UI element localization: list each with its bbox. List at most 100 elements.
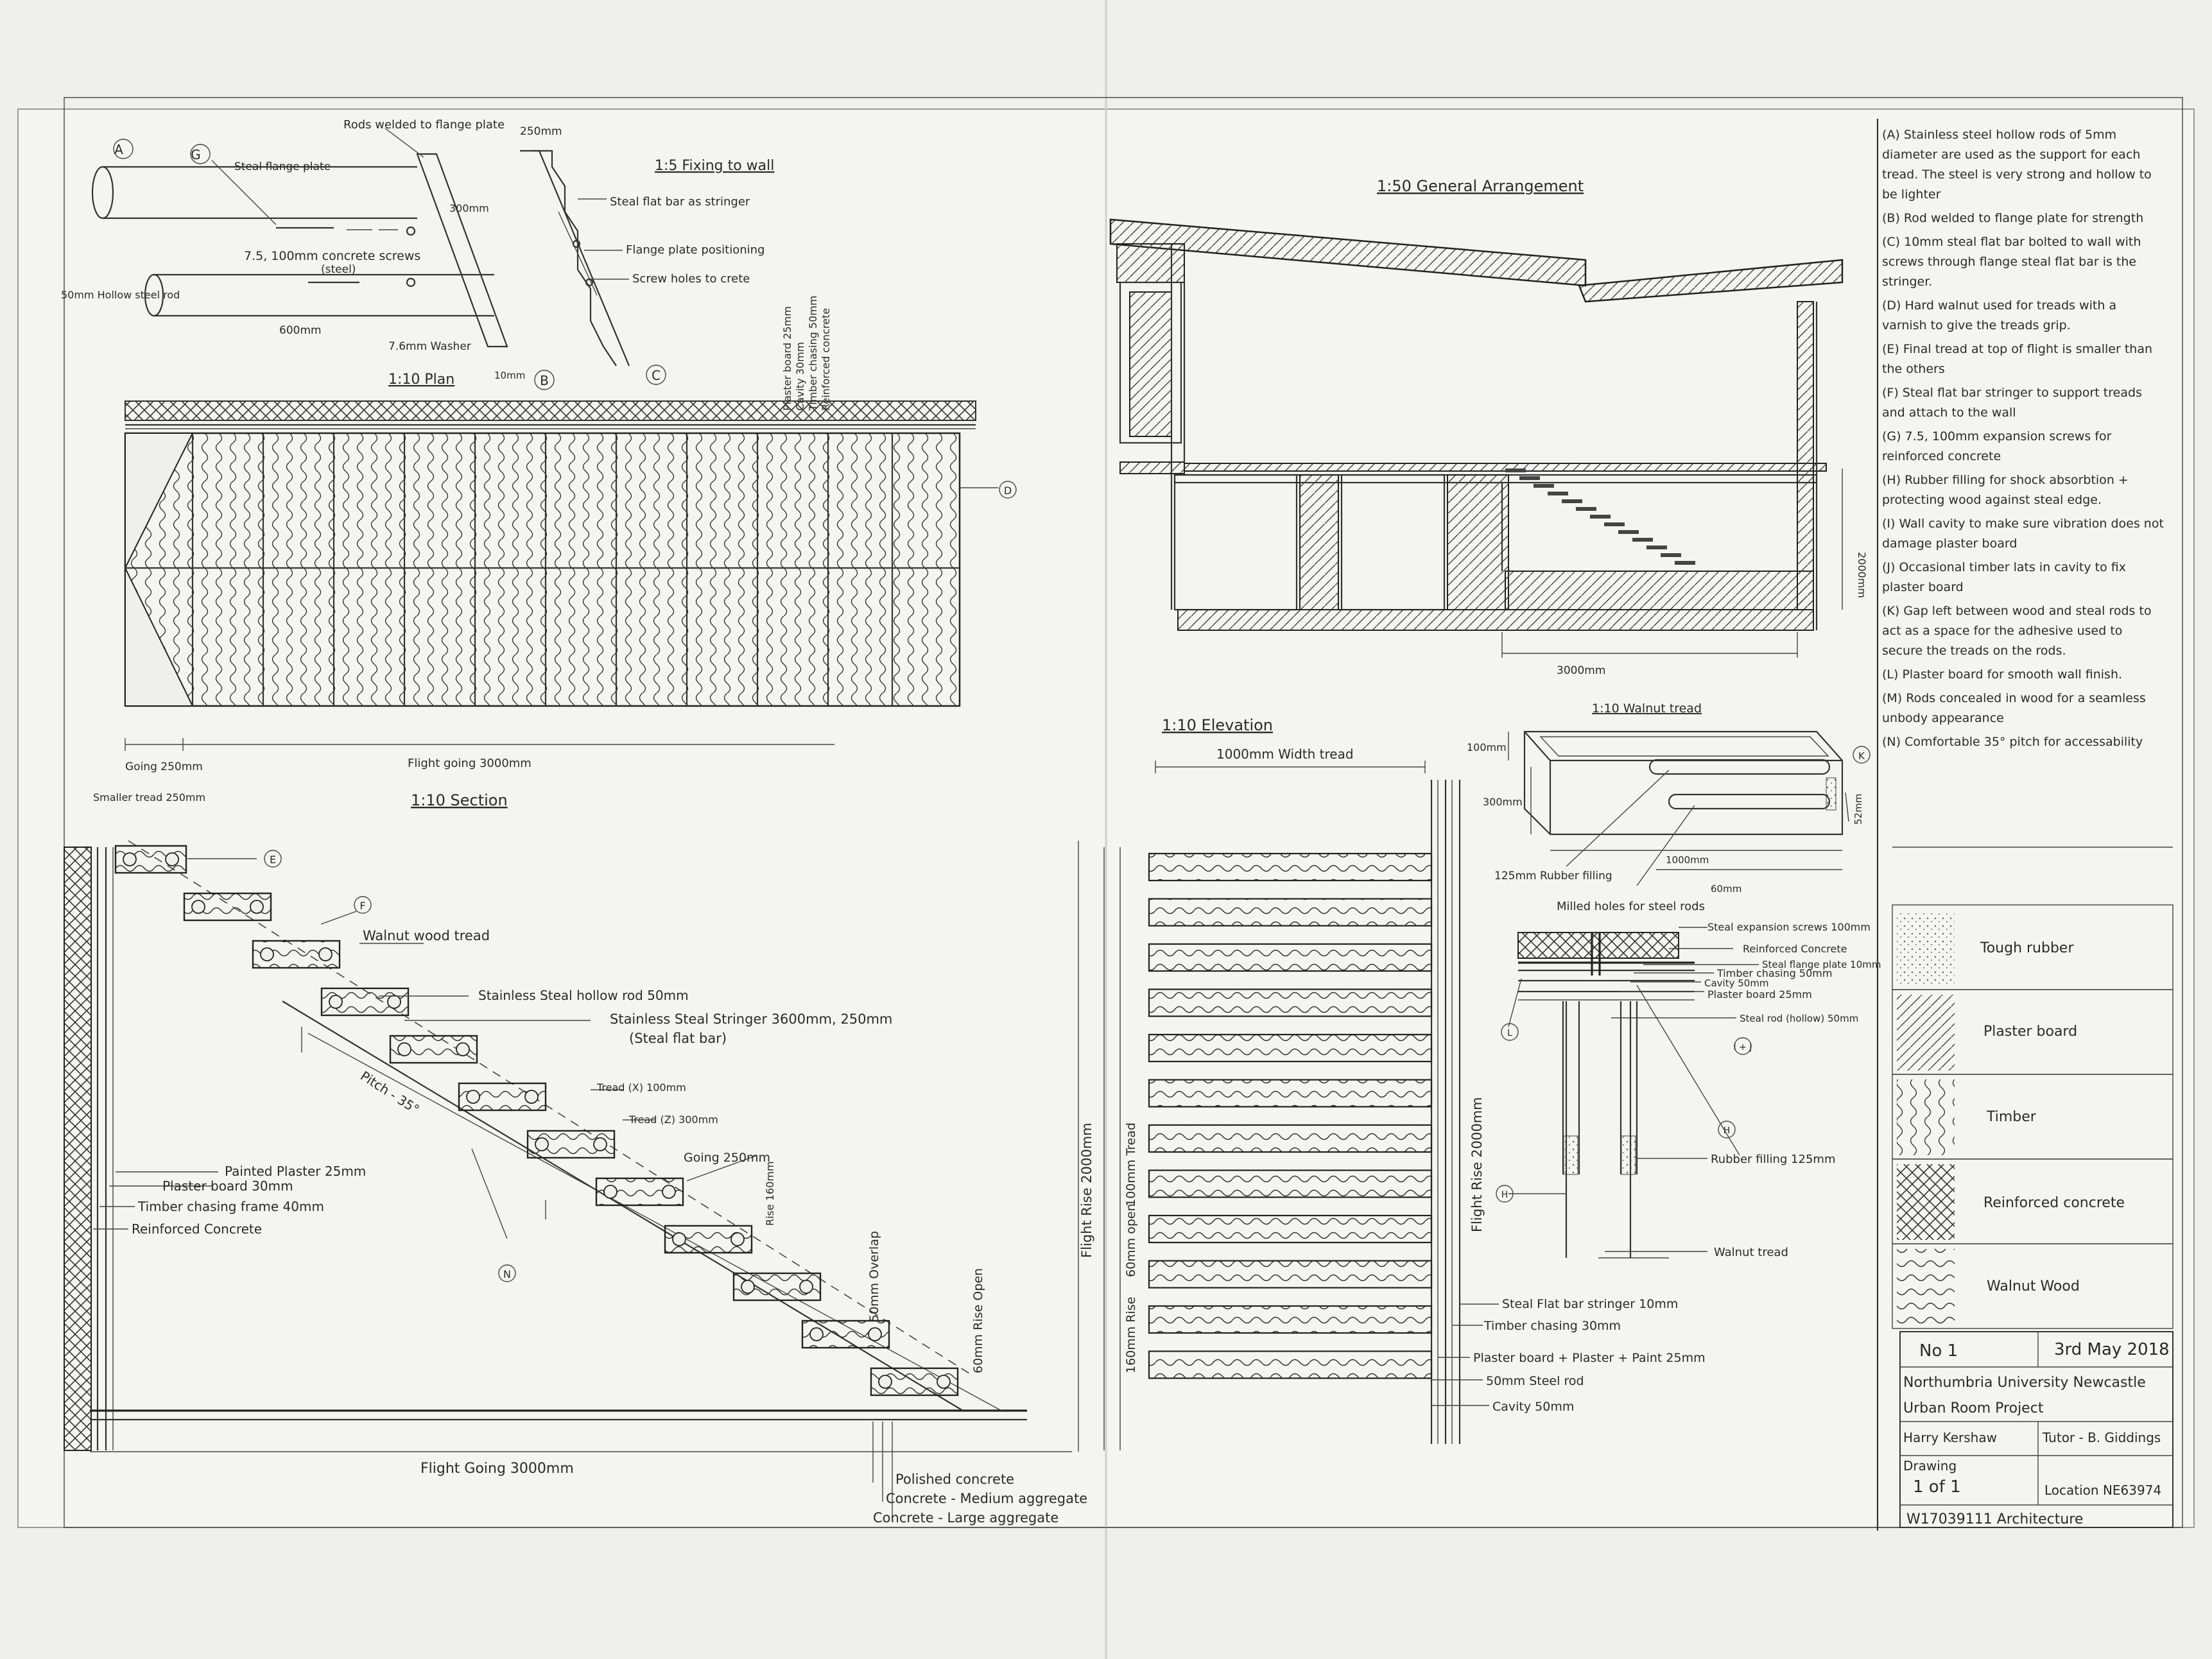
title-block-author: Harry Kershaw <box>1903 1430 1997 1445</box>
label-l: L <box>1507 1028 1512 1038</box>
fixing-screw-holes: Screw holes to crete <box>632 272 750 286</box>
section-tread-rod <box>593 1137 607 1151</box>
walnut-dim-100: 100mm <box>1467 741 1507 753</box>
elevation-tread <box>1148 852 1433 882</box>
elevation-rod: 50mm Steel rod <box>1486 1374 1584 1388</box>
dim-10: 10mm <box>494 370 525 381</box>
title-block-id: W17039111 Architecture <box>1906 1511 2084 1527</box>
ga-step <box>1604 522 1625 526</box>
elevation-cavity: Cavity 50mm <box>1492 1400 1574 1414</box>
ga-step <box>1646 546 1667 549</box>
section-tread-rod <box>466 1090 480 1104</box>
section-timber-chasing: Timber chasing frame 40mm <box>137 1199 324 1214</box>
note-e: (E) Final tread at top of flight is smal… <box>1882 342 2153 376</box>
section-rise-open: 60mm Rise Open <box>971 1268 985 1373</box>
elevation-width-tread: 1000mm Width tread <box>1216 746 1354 762</box>
label-d: D <box>1004 485 1012 497</box>
section-rise: Rise 160mm <box>764 1161 776 1226</box>
section-tread-rod <box>165 852 179 866</box>
steel-flange-plate-label: Steal flange plate <box>234 160 331 173</box>
label-c: C <box>652 368 661 383</box>
dim-600: 600mm <box>279 324 322 337</box>
hollow-rod-label: 50mm Hollow steel rod <box>61 289 180 301</box>
section-tread-rod <box>809 1327 824 1341</box>
fixing-title: 1:5 Fixing to wall <box>655 158 774 174</box>
section-tread-rod <box>730 1232 745 1246</box>
section-polished: Polished concrete <box>895 1472 1014 1487</box>
section-stringer: Stainless Steal Stringer 3600mm, 250mm <box>610 1011 892 1027</box>
elevation-tread-100: 100mm Tread <box>1124 1122 1138 1207</box>
walnut-dim-300: 300mm <box>1483 796 1523 808</box>
elevation-tread <box>1148 1214 1433 1244</box>
section-reinforced: Reinforced Concrete <box>132 1221 262 1237</box>
label-h-right: H <box>1724 1126 1731 1136</box>
elevation-title: 1:10 Elevation <box>1162 716 1273 734</box>
note-h: (H) Rubber filling for shock absorbtion … <box>1882 473 2129 507</box>
elevation-treads <box>1148 852 1433 1379</box>
note-b: (B) Rod welded to flange plate for stren… <box>1882 211 2144 225</box>
detail-flange: Steal flange plate 10mm <box>1762 959 1881 970</box>
legend-plaster-board: Plaster board <box>1983 1024 2078 1040</box>
elevation-tread <box>1148 1305 1433 1334</box>
svg-text:Reinforced concrete: Reinforced concrete <box>820 308 832 411</box>
section-tread-rod <box>662 1185 676 1199</box>
ga-step <box>1519 476 1540 480</box>
elevation-timber: Timber chasing 30mm <box>1483 1319 1621 1333</box>
ga-step <box>1618 530 1639 534</box>
dim-300: 300mm <box>449 202 489 214</box>
title-block-project: Urban Room Project <box>1903 1400 2044 1416</box>
ga-step <box>1675 561 1695 565</box>
section-tread-rod <box>191 900 205 914</box>
title-block-no: No 1 <box>1919 1341 1958 1361</box>
washer-label: 7.6mm Washer <box>388 340 471 353</box>
section-tread-z: Tread (Z) 300mm <box>628 1113 718 1126</box>
note-m: (M) Rods concealed in wood for a seamles… <box>1882 691 2146 725</box>
plan-wall-layer-labels: Plaster board 25mm Cavity 30mm Timber ch… <box>781 296 832 411</box>
note-f: (F) Steal flat bar stringer to support t… <box>1882 386 2142 420</box>
section-flight-going: Flight Going 3000mm <box>420 1461 574 1477</box>
title-block-date: 3rd May 2018 <box>2054 1340 2170 1359</box>
section-tread-rod <box>397 1042 411 1056</box>
ga-step <box>1661 553 1681 557</box>
section-tread-rod <box>456 1042 470 1056</box>
concrete-screws-sub: (steel) <box>321 263 356 276</box>
note-d: (D) Hard walnut used for treads with a v… <box>1882 298 2117 332</box>
section-tread-rod <box>603 1185 618 1199</box>
label-e: E <box>270 854 276 866</box>
detail-rubber: Rubber filling 125mm <box>1711 1153 1835 1166</box>
note-l: (L) Plaster board for smooth wall finish… <box>1882 667 2123 682</box>
ga-step <box>1590 515 1611 519</box>
elevation-flat-bar: Steal Flat bar stringer 10mm <box>1502 1297 1678 1311</box>
elevation-flight-rise: Flight Rise 2000mm <box>1469 1097 1485 1232</box>
title-block-university: Northumbria University Newcastle <box>1903 1375 2146 1391</box>
section-tread-rod <box>535 1137 549 1151</box>
section-flight-rise: Flight Rise 2000mm <box>1079 1122 1094 1258</box>
walnut-tread-drawing <box>1508 730 1871 886</box>
label-ij: I + J <box>1734 1042 1752 1053</box>
label-f: F <box>359 900 365 912</box>
detail-expansion: Steal expansion screws 100mm <box>1707 921 1871 933</box>
section-tread-rod <box>799 1280 813 1294</box>
section-tread-rod <box>524 1090 539 1104</box>
legend-tough-rubber: Tough rubber <box>1980 940 2074 956</box>
detail-timber: Timber chasing 50mm <box>1716 967 1832 979</box>
elevation-open-60: 60mm open <box>1124 1203 1138 1277</box>
detail-reinforced: Reinforced Concrete <box>1743 943 1847 955</box>
walnut-rubber: 125mm Rubber filling <box>1494 870 1612 882</box>
section-tread-rod <box>387 995 401 1009</box>
elevation-rise-160: 160mm Rise <box>1124 1297 1138 1373</box>
section-going: Going 250mm <box>684 1151 770 1165</box>
label-n: N <box>503 1268 511 1280</box>
notes-list: (A) Stainless steel hollow rods of 5mm d… <box>1882 125 2164 756</box>
plan-going: Going 250mm <box>125 761 203 773</box>
ga-steps <box>1505 468 1695 565</box>
elevation-tread <box>1148 1260 1433 1289</box>
section-plaster-board: Plaster board 30mm <box>162 1178 293 1194</box>
general-arrangement <box>1109 218 1844 658</box>
fixing-flange-pos: Flange plate positioning <box>626 243 765 257</box>
detail-cavity: Cavity 50mm <box>1704 977 1769 989</box>
section-tread-rod <box>250 900 264 914</box>
fixing-stringer: Steal flat bar as stringer <box>610 195 750 209</box>
